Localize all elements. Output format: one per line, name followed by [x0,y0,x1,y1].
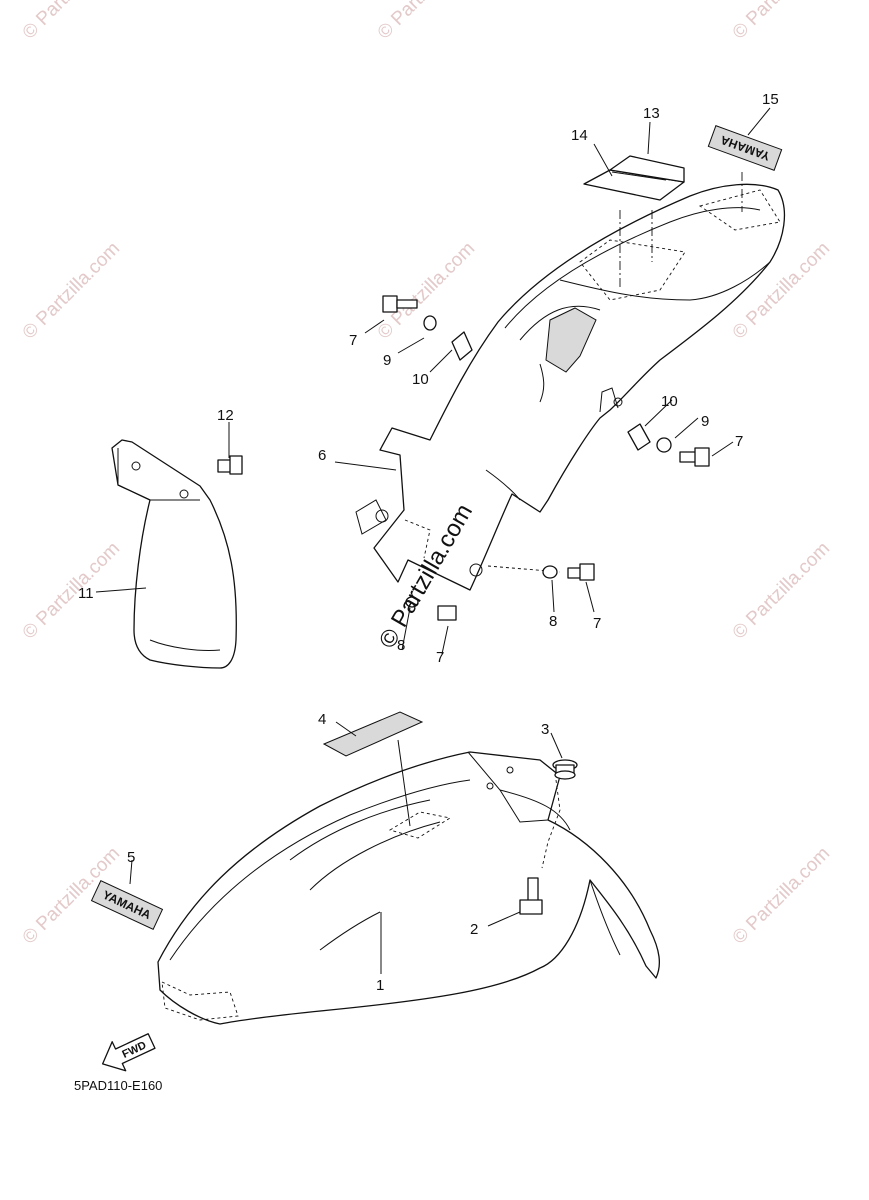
watermark: © Partzilla.com [729,0,834,44]
callouts: 13 14 15 6 7 9 10 10 9 7 12 11 8 7 7 8 4… [78,91,779,994]
bolt-icon [437,605,457,621]
bolt-icon [567,563,595,581]
callout-5: 5 [127,849,135,866]
callout-8: 8 [397,637,405,654]
callout-4: 4 [318,711,326,728]
watermark: © Partzilla.com [729,538,834,643]
watermark: © Partzilla.com [374,0,479,44]
nut-icon [627,423,651,451]
callout-13: 13 [643,105,660,122]
callout-2: 2 [470,921,478,938]
rear-seat-decals [583,155,685,201]
bolt-icon [519,877,543,915]
diagram-reference-code: 5PAD110-E160 [74,1078,162,1093]
callout-6: 6 [318,447,326,464]
mud-flap [111,439,243,669]
bolt-icon [217,455,243,475]
callout-10: 10 [412,371,429,388]
washer-icon [656,437,672,453]
callout-11: 11 [78,585,94,602]
front-fender [157,739,661,1025]
callout-1: 1 [376,977,384,994]
bolt-icon [679,447,710,467]
rear-fender [355,172,786,591]
callout-3: 3 [541,721,549,738]
bolt-icon [382,295,418,313]
leader-lines [95,107,771,974]
callout-7: 7 [593,615,601,632]
callout-15: 15 [762,91,779,108]
callout-10: 10 [661,393,678,410]
callout-8: 8 [549,613,557,630]
watermark: © Partzilla.com [729,843,834,948]
callout-7: 7 [349,332,357,349]
washer-icon [423,315,437,331]
watermark: © Partzilla.com [19,0,124,44]
callout-7: 7 [436,649,444,666]
grommet-icon [552,759,578,780]
callout-9: 9 [701,413,709,430]
nut-icon [451,331,473,361]
callout-7: 7 [735,433,743,450]
yamaha-decal-rear: YAMAHA [707,125,783,171]
callout-12: 12 [217,407,234,424]
forward-arrow-icon: FWD [101,1033,156,1072]
front-fender-decal [322,711,424,757]
rear-fender-fasteners [382,295,710,621]
washer-icon [405,596,419,608]
callout-14: 14 [571,127,588,144]
callout-9: 9 [383,352,391,369]
washer-icon [542,565,558,579]
watermark: © Partzilla.com [19,238,124,343]
yamaha-decal-front: YAMAHA [90,879,164,931]
